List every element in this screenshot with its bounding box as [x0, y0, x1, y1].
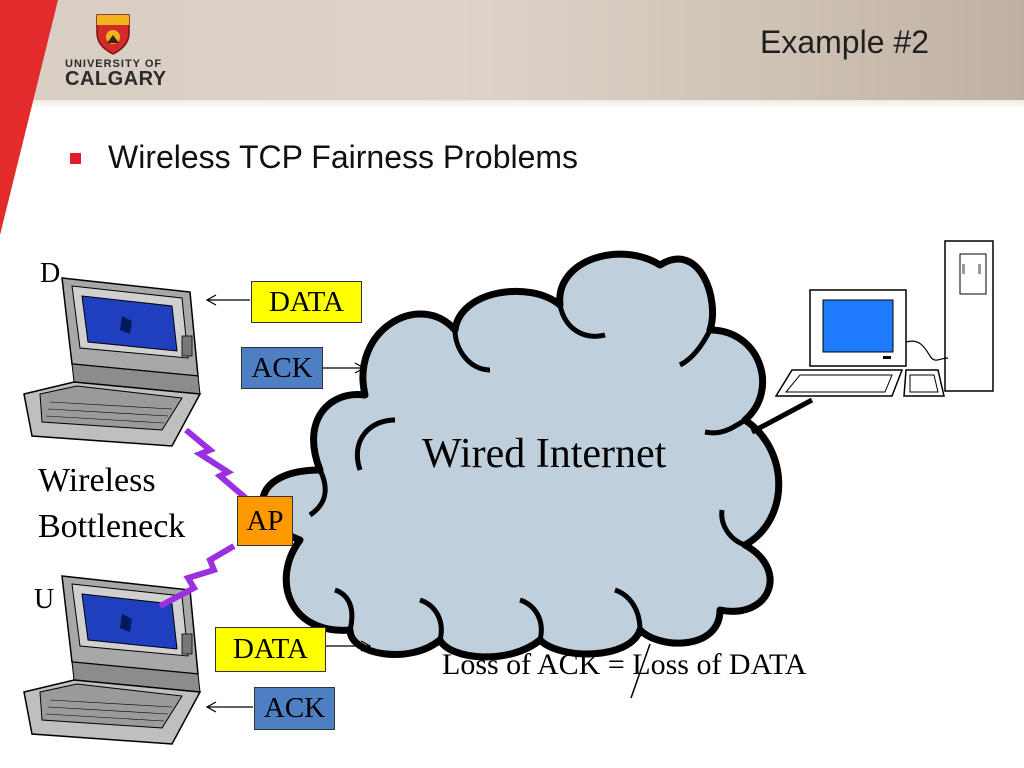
access-point-box: AP: [237, 496, 293, 546]
page-title: Example #2: [760, 24, 929, 60]
data-packet-top: DATA: [251, 281, 362, 323]
data-packet-bottom: DATA: [215, 627, 326, 672]
logo-university-of: UNIVERSITY OF: [65, 58, 163, 70]
bottleneck-label: Bottleneck: [38, 508, 186, 545]
node-d-label: D: [40, 258, 61, 289]
bullet-text: Wireless TCP Fairness Problems: [108, 139, 579, 175]
cloud-label: Wired Internet: [422, 431, 667, 477]
shield-crest-icon: [96, 14, 130, 55]
logo-calgary: CALGARY: [65, 68, 167, 90]
red-accent-wedge: [0, 0, 58, 235]
bullet-marker: [70, 153, 81, 164]
ack-packet-bottom: ACK: [254, 687, 335, 730]
loss-statement: Loss of ACK = Loss of DATA: [442, 648, 807, 681]
wireless-label: Wireless: [38, 462, 156, 499]
desktop-computer-icon: [774, 240, 994, 397]
header-band: [0, 0, 1024, 108]
ack-packet-top: ACK: [241, 347, 323, 389]
node-u-label: U: [34, 584, 55, 615]
lightning-icon: [184, 427, 250, 503]
laptop-icon: [23, 277, 202, 447]
lightning-icon: [158, 543, 236, 609]
laptop-icon: [23, 575, 202, 745]
